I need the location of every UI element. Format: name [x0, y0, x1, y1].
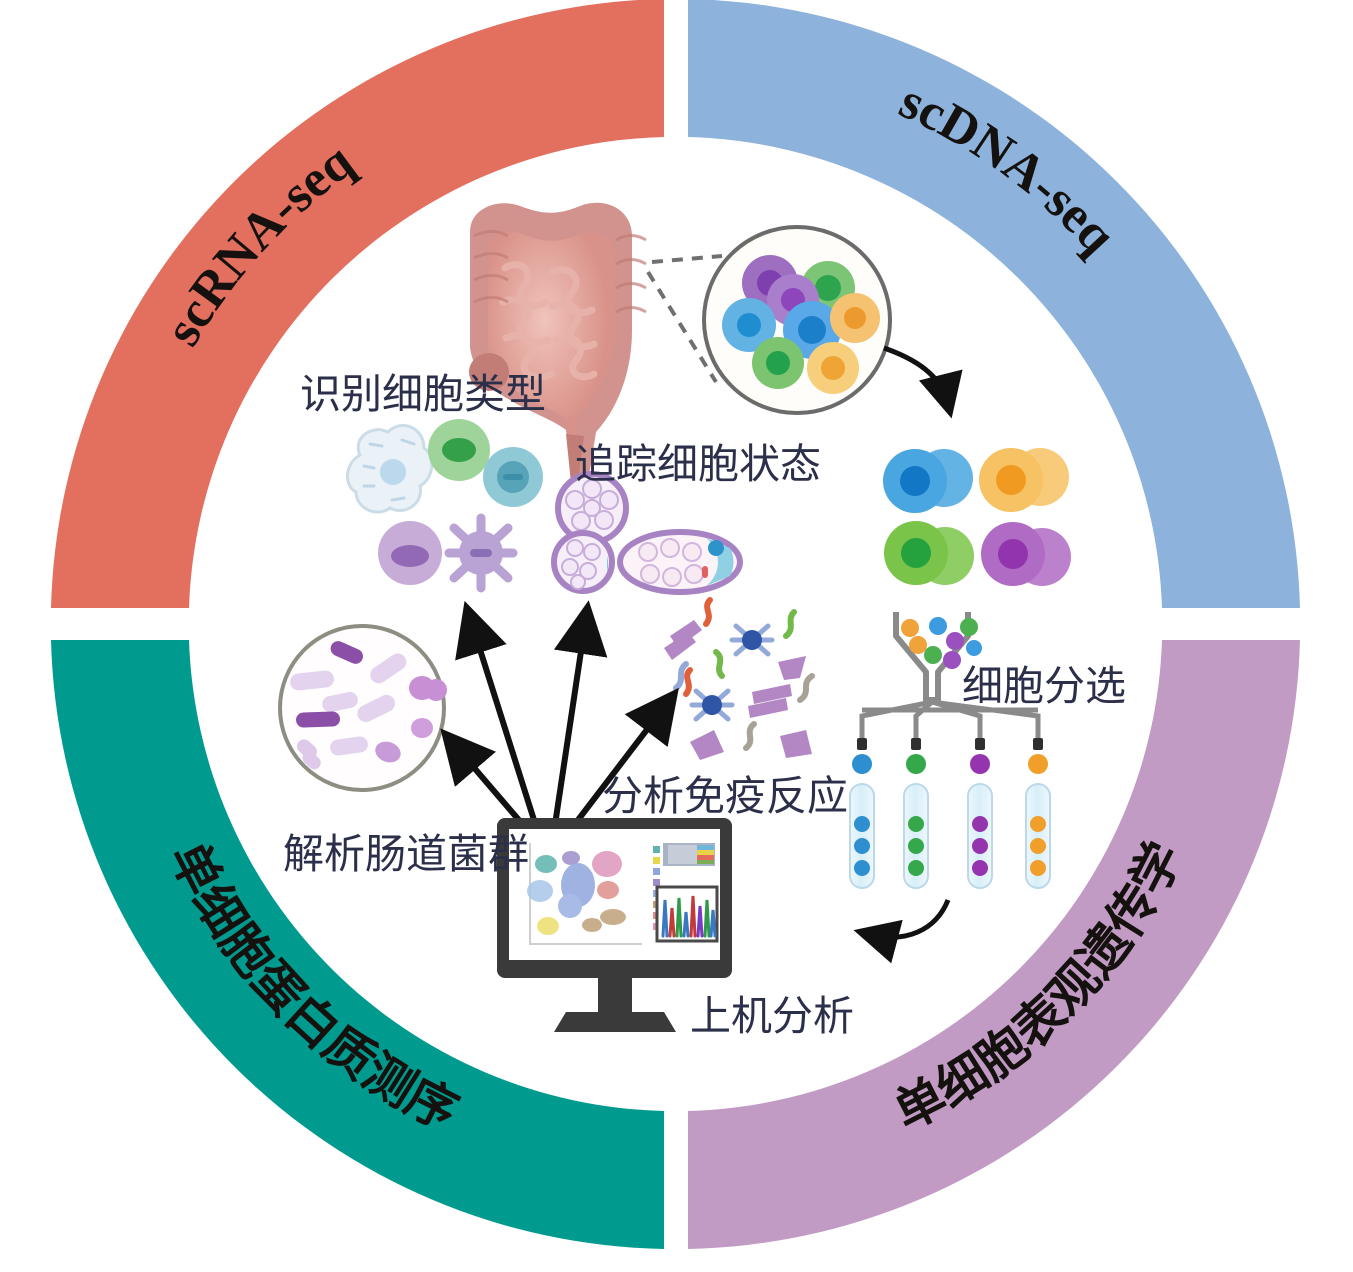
cell-sorter-funnel: [857, 612, 1043, 750]
heatmap-strip: [663, 843, 715, 866]
arrow-cluster-to-sorted-cells: [883, 345, 963, 419]
cell-pair-blue: [883, 449, 973, 513]
protein-blobs: [664, 620, 812, 760]
chromatogram-peaks: [655, 885, 719, 943]
cell-pair-orange: [979, 448, 1069, 512]
cell-pale-dendritic: [346, 424, 434, 514]
immune-molecules: [664, 597, 815, 760]
arrow-to-immune: [575, 687, 679, 823]
tube-purple: [967, 754, 993, 889]
tube-blue: [849, 754, 875, 889]
cell-teal: [483, 447, 543, 507]
antibody-core-1: [742, 630, 762, 650]
label-gut-microbiome: 解析肠道菌群: [283, 831, 529, 877]
arrow-to-cell-state: [553, 600, 608, 821]
label-analyze-immune-response: 分析免疫反应: [602, 773, 848, 819]
cell-pair-purple: [981, 522, 1071, 586]
label-machine-analysis: 上机分析: [690, 993, 854, 1039]
collection-tubes: [849, 754, 1051, 889]
cell-type-gallery: [346, 419, 743, 595]
organoid-elongated: [617, 529, 743, 595]
funnel-cells: [901, 617, 982, 669]
organoid-crypt-round: [555, 471, 629, 545]
cell-spiky-macrophage: [444, 513, 518, 593]
tube-orange: [1025, 754, 1051, 889]
organoid-small: [551, 530, 615, 594]
cell-purple: [378, 521, 442, 585]
computer-monitor[interactable]: [497, 818, 732, 1032]
gut-microbiome-circle: [278, 624, 447, 792]
magnification-connector: [646, 254, 723, 384]
magnified-cell-cluster: [702, 225, 892, 415]
monitor-output-arrows: [440, 600, 679, 829]
antibody-core-2: [702, 695, 722, 715]
label-identify-cell-type: 识别细胞类型: [300, 371, 546, 417]
tsne-scatter-plot: [527, 843, 660, 945]
cell-pair-green: [884, 521, 974, 585]
arrow-to-microbiome: [440, 728, 527, 829]
arrow-to-cell-types: [455, 600, 537, 823]
intestine-illustration: [469, 202, 647, 512]
tube-green: [903, 754, 929, 889]
label-track-cell-state: 追踪细胞状态: [575, 441, 821, 487]
label-cell-sorting: 细胞分选: [962, 663, 1126, 709]
cell-green: [428, 419, 490, 481]
sorted-cell-pairs: [883, 448, 1071, 586]
arrow-tubes-to-monitor: [853, 899, 951, 964]
